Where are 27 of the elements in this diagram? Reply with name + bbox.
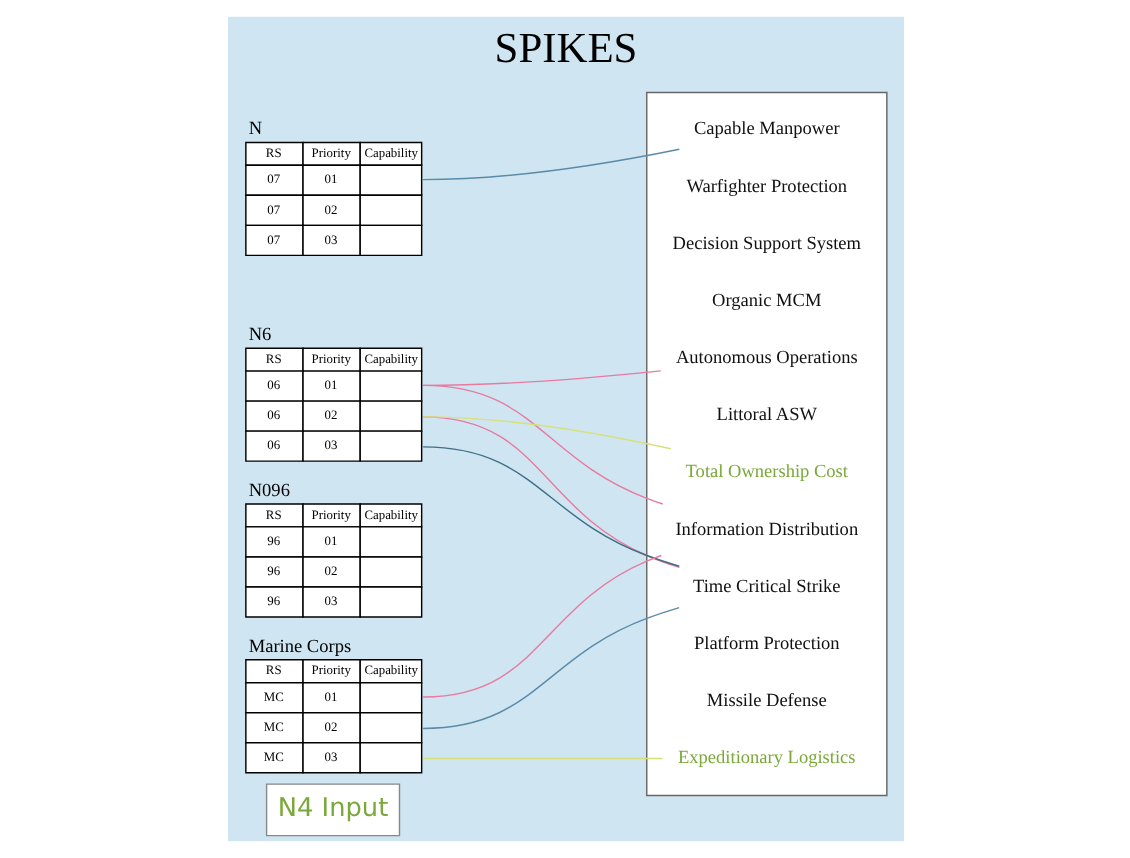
node-text: Organic MCM bbox=[711, 291, 821, 312]
diagram-title: SPIKES bbox=[493, 24, 637, 73]
node-text: Platform Protection bbox=[692, 634, 839, 655]
node-text: Total Ownership Cost bbox=[684, 463, 847, 484]
cluster bbox=[645, 91, 887, 797]
connector bbox=[421, 554, 661, 698]
node-label: Marine Corps bbox=[247, 637, 351, 658]
connector bbox=[421, 370, 661, 387]
node-label: N bbox=[247, 120, 262, 141]
node-text: Time Critical Strike bbox=[692, 577, 840, 598]
node-label: N6 bbox=[247, 326, 271, 347]
connector bbox=[421, 446, 679, 567]
node-text: Decision Support System bbox=[671, 234, 860, 255]
connector bbox=[421, 606, 679, 730]
node-text: Expeditionary Logistics bbox=[677, 749, 855, 770]
node-box: N4 Input bbox=[264, 783, 400, 837]
node-text: Missile Defense bbox=[705, 692, 826, 713]
connector bbox=[421, 416, 680, 569]
node-text: Warfighter Protection bbox=[685, 177, 847, 198]
node-label: N096 bbox=[247, 482, 289, 503]
node-text: Littoral ASW bbox=[715, 406, 816, 427]
connector bbox=[421, 757, 663, 760]
node-text: Autonomous Operations bbox=[674, 349, 857, 370]
connector bbox=[421, 416, 671, 450]
node-text: Information Distribution bbox=[674, 520, 858, 541]
connector bbox=[421, 148, 680, 181]
node-text: Capable Manpower bbox=[692, 120, 839, 141]
